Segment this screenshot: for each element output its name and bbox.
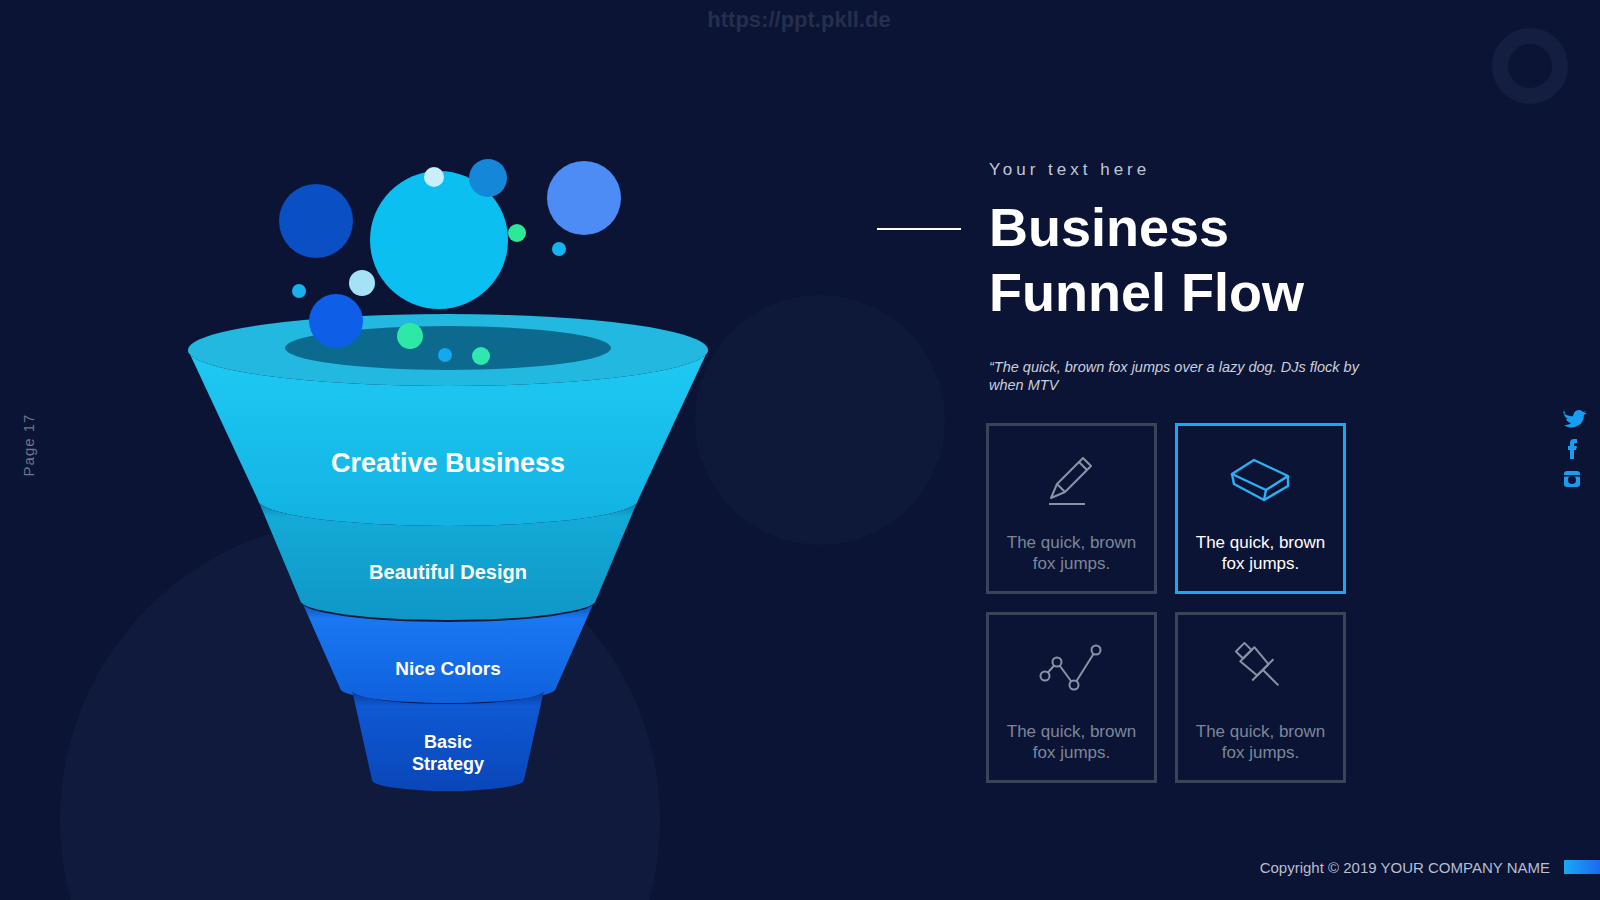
feature-box: The quick, brown fox jumps.: [1175, 612, 1346, 783]
watermark: https://ppt.pkll.de: [707, 7, 890, 33]
accent-bar: [1564, 860, 1600, 874]
feature-box: The quick, brown fox jumps.: [986, 612, 1157, 783]
title-rule: [877, 228, 961, 230]
copyright-holder: Copyright © 2019 YOUR COMPANY NAME: [1260, 859, 1550, 876]
funnel-band: Creative Business: [188, 350, 708, 526]
feature-text: The quick, brown fox jumps.: [1186, 532, 1336, 574]
bg-circle: [695, 295, 945, 545]
gold-bar-icon: [1232, 460, 1288, 500]
slide-title: Business Funnel Flow: [989, 195, 1349, 325]
copyright: Copyright © 2019 YOUR COMPANY NAME: [1260, 859, 1550, 876]
band-outline: [188, 350, 708, 526]
band-label: Beautiful Design: [313, 560, 583, 584]
band-shape: [258, 500, 638, 620]
band-label: Creative Business: [278, 447, 618, 479]
facebook-icon: [1568, 439, 1577, 459]
instagram-icon: [1564, 471, 1580, 487]
bg-ring: [1500, 36, 1560, 96]
title-holder: Business Funnel Flow: [989, 195, 1349, 325]
twitter-icon: [1563, 408, 1587, 428]
band-outline: [302, 602, 594, 703]
feature-text: The quick, brown fox jumps.: [997, 532, 1147, 574]
page-number-holder: Page 17: [20, 414, 37, 477]
pin-icon: [1230, 637, 1289, 696]
subtitle-holder: Your text here: [989, 160, 1150, 180]
chart-icon: [1041, 646, 1101, 690]
band-label: Basic Strategy: [393, 731, 503, 775]
feature-text: The quick, brown fox jumps.: [997, 721, 1147, 763]
band-outline: [258, 500, 638, 620]
bubbles: [279, 159, 621, 365]
watermark-holder: https://ppt.pkll.de: [707, 7, 890, 33]
funnel-band: Basic Strategy: [352, 690, 544, 791]
quote-holder: “The quick, brown fox jumps over a lazy …: [989, 358, 1374, 394]
funnel-band: Nice Colors: [302, 602, 594, 703]
feature-box: The quick, brown fox jumps.: [1175, 423, 1346, 594]
band-outline: [352, 690, 544, 791]
funnel-band: Beautiful Design: [258, 500, 638, 620]
subtitle: Your text here: [989, 160, 1150, 180]
feature-text: The quick, brown fox jumps.: [1186, 721, 1336, 763]
quote: “The quick, brown fox jumps over a lazy …: [989, 358, 1374, 394]
feature-box: The quick, brown fox jumps.: [986, 423, 1157, 594]
funnel-rim: [188, 314, 708, 386]
page-number: Page 17: [20, 414, 37, 477]
band-shape: [188, 350, 708, 526]
band-shape: [302, 602, 594, 703]
band-label: Nice Colors: [348, 657, 548, 680]
pencil-icon: [1049, 458, 1091, 504]
